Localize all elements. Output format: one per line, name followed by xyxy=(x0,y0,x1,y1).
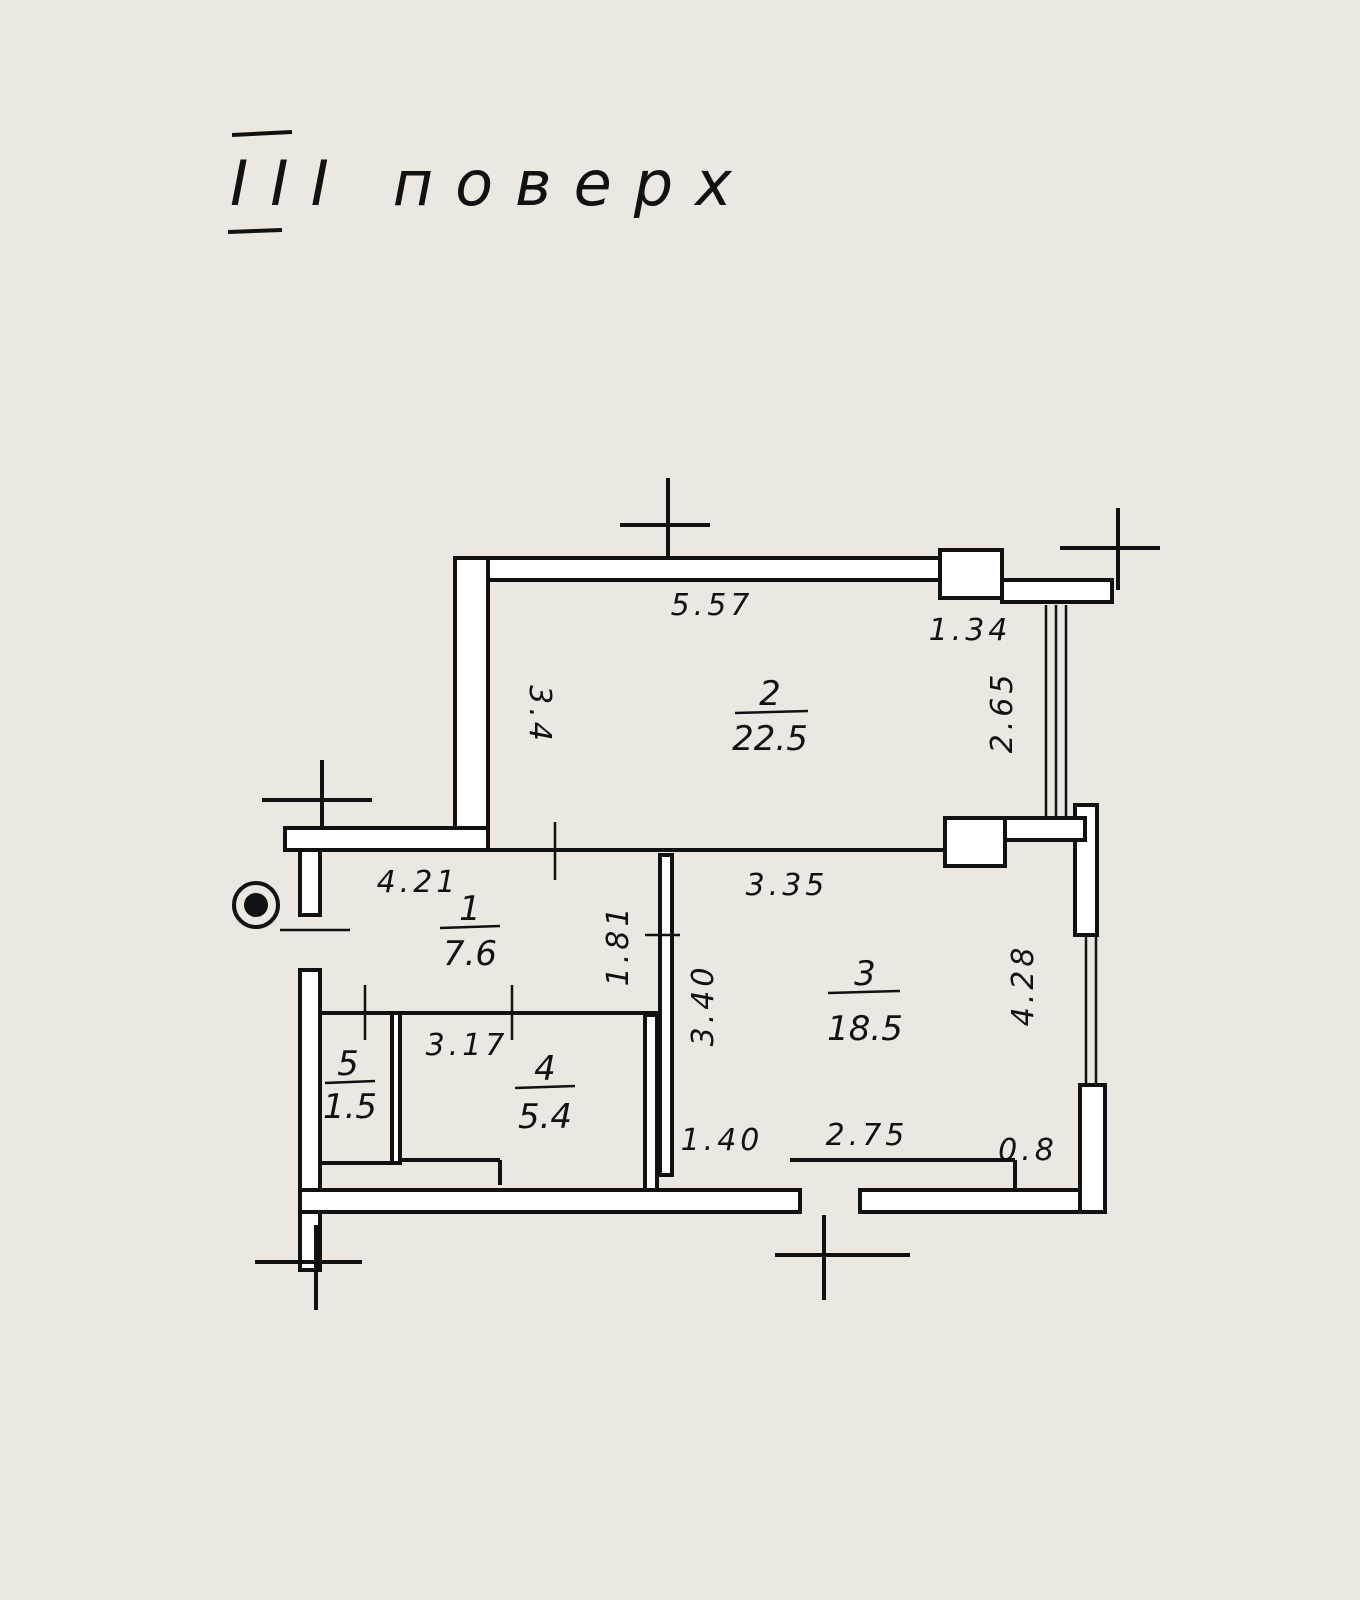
room-2-label: 2 22.5 xyxy=(732,674,809,759)
wall-bottom-right xyxy=(858,1188,1107,1214)
dim-room1-top: 4.21 xyxy=(377,865,460,900)
doors xyxy=(280,822,680,1040)
axis-cross-marker-icon xyxy=(255,1225,362,1310)
room-1-area: 7.6 xyxy=(443,934,497,974)
wall-room1-room3 xyxy=(658,853,674,1177)
room-5-area: 1.5 xyxy=(323,1087,377,1127)
wall-right-lower xyxy=(1078,1083,1107,1214)
dim-room4-top: 3.17 xyxy=(426,1028,509,1063)
dim-room3-right: 4.28 xyxy=(1006,944,1041,1027)
wall-top xyxy=(453,556,942,582)
windows xyxy=(1044,605,1098,1085)
dim-room2-balcony-width: 1.34 xyxy=(929,613,1012,648)
room-1-number: 1 xyxy=(459,889,481,929)
room-2-area: 22.5 xyxy=(732,719,808,759)
floor-title-text: III поверх xyxy=(230,147,754,220)
dim-room2-left: 3.4 xyxy=(522,685,557,745)
dim-room3-bottom-left: 1.40 xyxy=(681,1123,764,1158)
dimension-labels: 5.57 3.4 1.34 2.65 4.21 1.81 3.35 3.40 4… xyxy=(377,588,1058,1168)
room-4-label: 4 5.4 xyxy=(514,1049,576,1137)
dim-room3-bottom-right: 0.8 xyxy=(998,1133,1058,1168)
room-3-area: 18.5 xyxy=(827,1009,903,1049)
wall-bottom-left xyxy=(298,1188,802,1214)
interior-walls xyxy=(320,848,1017,1192)
exterior-walls xyxy=(283,548,1114,1272)
axis-markers xyxy=(255,478,1160,1310)
title-underline xyxy=(227,228,283,234)
room-4-area: 5.4 xyxy=(518,1097,572,1137)
dim-room1-right: 1.81 xyxy=(601,904,636,987)
room-labels: 2 22.5 1 7.6 3 18.5 4 5.4 5 1.5 xyxy=(323,674,903,1137)
wall-left-room2 xyxy=(453,556,490,830)
balcony-wall-c xyxy=(943,816,1007,868)
room-5-label: 5 1.5 xyxy=(323,1044,377,1127)
dim-room3-bottom: 2.75 xyxy=(826,1118,909,1153)
dim-room3-top: 3.35 xyxy=(746,868,829,903)
axis-cross-marker-icon xyxy=(1060,508,1160,590)
balcony-wall-a xyxy=(938,548,1004,600)
room-3-number: 3 xyxy=(854,954,876,994)
balcony-wall-d xyxy=(1003,816,1087,842)
axis-cross-marker-icon xyxy=(775,1215,910,1300)
wall-room4-right xyxy=(643,1013,659,1192)
room-3-label: 3 18.5 xyxy=(827,954,903,1049)
room-2-number: 2 xyxy=(759,674,781,714)
axis-cross-marker-icon xyxy=(620,478,710,558)
floor-title: III поверх xyxy=(227,130,754,234)
wall-step xyxy=(283,826,490,852)
dim-room2-balcony-height: 2.65 xyxy=(985,671,1020,754)
dim-room2-top: 5.57 xyxy=(671,588,754,623)
title-overline xyxy=(231,130,293,137)
room-5-number: 5 xyxy=(337,1044,359,1084)
room-1-label: 1 7.6 xyxy=(439,889,501,974)
wall-left-upper xyxy=(298,848,322,917)
wall-room5-right xyxy=(390,1011,402,1165)
axis-cross-marker-icon xyxy=(262,760,372,830)
circle-symbol-icon xyxy=(232,881,280,929)
balcony-wall-b xyxy=(1000,578,1114,604)
room-4-number: 4 xyxy=(534,1049,556,1089)
dim-room3-left: 3.40 xyxy=(686,964,721,1047)
